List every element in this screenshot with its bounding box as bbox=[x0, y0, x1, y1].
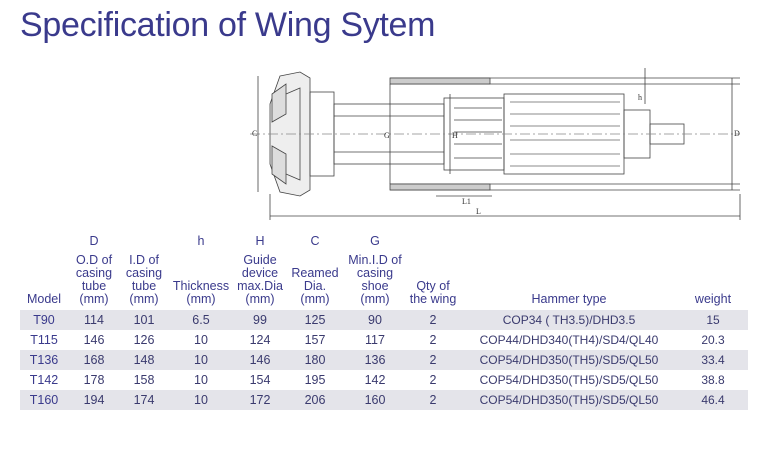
cell-od: 114 bbox=[68, 310, 120, 330]
cell-reamed: 195 bbox=[286, 370, 344, 390]
wing-bottom bbox=[271, 145, 287, 185]
cell-hammer: COP54/DHD350(TH5)/SD5/QL50 bbox=[460, 370, 678, 390]
wing-system-drawing: C G H D h L1 L bbox=[240, 64, 750, 224]
cell-guide: 146 bbox=[234, 350, 286, 370]
cell-qty: 2 bbox=[406, 310, 460, 330]
letter-cell bbox=[460, 234, 678, 254]
letter-cell: h bbox=[197, 234, 205, 248]
cell-weight: 33.4 bbox=[678, 350, 748, 370]
table-row: T90 114 101 6.5 99 125 90 2 COP34 ( TH3.… bbox=[20, 310, 748, 330]
cell-weight: 20.3 bbox=[678, 330, 748, 350]
header-thickness: Thickness(mm) bbox=[172, 279, 230, 306]
cell-thickness: 6.5 bbox=[168, 310, 234, 330]
header-model: Model bbox=[26, 292, 62, 306]
cell-thickness: 10 bbox=[168, 370, 234, 390]
header-weight: weight bbox=[694, 292, 732, 306]
cell-qty: 2 bbox=[406, 390, 460, 410]
cell-reamed: 206 bbox=[286, 390, 344, 410]
cell-weight: 38.8 bbox=[678, 370, 748, 390]
cell-id: 101 bbox=[120, 310, 168, 330]
cell-od: 194 bbox=[68, 390, 120, 410]
table-row: T142 178 158 10 154 195 142 2 COP54/DHD3… bbox=[20, 370, 748, 390]
cell-reamed: 180 bbox=[286, 350, 344, 370]
cell-guide: 172 bbox=[234, 390, 286, 410]
cell-hammer: COP54/DHD350(TH5)/SD5/QL50 bbox=[460, 390, 678, 410]
table-row: T160 194 174 10 172 206 160 2 COP54/DHD3… bbox=[20, 390, 748, 410]
letter-cell bbox=[678, 234, 748, 254]
letter-cell: D bbox=[89, 234, 99, 248]
letter-cell bbox=[120, 234, 168, 254]
cell-reamed: 157 bbox=[286, 330, 344, 350]
label-c: C bbox=[252, 129, 257, 138]
cell-min-id: 160 bbox=[344, 390, 406, 410]
casing-hatch-bottom bbox=[389, 183, 491, 191]
label-l: L bbox=[476, 207, 481, 216]
letter-cell bbox=[406, 234, 460, 254]
cell-guide: 124 bbox=[234, 330, 286, 350]
cell-model: T115 bbox=[20, 330, 68, 350]
cell-od: 146 bbox=[68, 330, 120, 350]
cell-od: 178 bbox=[68, 370, 120, 390]
header-hammer: Hammer type bbox=[531, 292, 607, 306]
page-title: Specification of Wing Sytem bbox=[20, 6, 436, 44]
cell-guide: 154 bbox=[234, 370, 286, 390]
technical-drawing-svg: C G H D h L1 L bbox=[250, 68, 741, 220]
cell-id: 126 bbox=[120, 330, 168, 350]
cell-hammer: COP34 ( TH3.5)/DHD3.5 bbox=[460, 310, 678, 330]
cell-hammer: COP44/DHD340(TH4)/SD4/QL40 bbox=[460, 330, 678, 350]
cell-hammer: COP54/DHD350(TH5)/SD5/QL50 bbox=[460, 350, 678, 370]
cell-min-id: 142 bbox=[344, 370, 406, 390]
cell-min-id: 90 bbox=[344, 310, 406, 330]
cell-qty: 2 bbox=[406, 350, 460, 370]
cell-od: 168 bbox=[68, 350, 120, 370]
cell-model: T160 bbox=[20, 390, 68, 410]
cell-id: 174 bbox=[120, 390, 168, 410]
cell-id: 158 bbox=[120, 370, 168, 390]
cell-reamed: 125 bbox=[286, 310, 344, 330]
table-row: T115 146 126 10 124 157 117 2 COP44/DHD3… bbox=[20, 330, 748, 350]
cell-guide: 99 bbox=[234, 310, 286, 330]
cell-qty: 2 bbox=[406, 330, 460, 350]
cell-weight: 46.4 bbox=[678, 390, 748, 410]
casing-hatch-top bbox=[389, 77, 491, 85]
wing-top bbox=[271, 83, 287, 123]
header-letter-row: D h H C G bbox=[20, 234, 748, 254]
cell-model: T136 bbox=[20, 350, 68, 370]
cell-min-id: 136 bbox=[344, 350, 406, 370]
cell-id: 148 bbox=[120, 350, 168, 370]
cell-thickness: 10 bbox=[168, 390, 234, 410]
label-small-h: h bbox=[638, 93, 642, 102]
label-d: D bbox=[734, 129, 740, 138]
spec-table-body: T90 114 101 6.5 99 125 90 2 COP34 ( TH3.… bbox=[20, 310, 748, 410]
letter-cell: H bbox=[255, 234, 265, 248]
label-g: G bbox=[384, 131, 390, 140]
letter-cell bbox=[20, 234, 68, 254]
cell-model: T90 bbox=[20, 310, 68, 330]
table-row: T136 168 148 10 146 180 136 2 COP54/DHD3… bbox=[20, 350, 748, 370]
cell-thickness: 10 bbox=[168, 330, 234, 350]
cell-qty: 2 bbox=[406, 370, 460, 390]
cell-weight: 15 bbox=[678, 310, 748, 330]
letter-cell: G bbox=[370, 234, 380, 248]
cell-model: T142 bbox=[20, 370, 68, 390]
letter-cell: C bbox=[310, 234, 320, 248]
label-l1: L1 bbox=[462, 197, 471, 206]
label-h: H bbox=[452, 131, 458, 140]
cell-min-id: 117 bbox=[344, 330, 406, 350]
cell-thickness: 10 bbox=[168, 350, 234, 370]
